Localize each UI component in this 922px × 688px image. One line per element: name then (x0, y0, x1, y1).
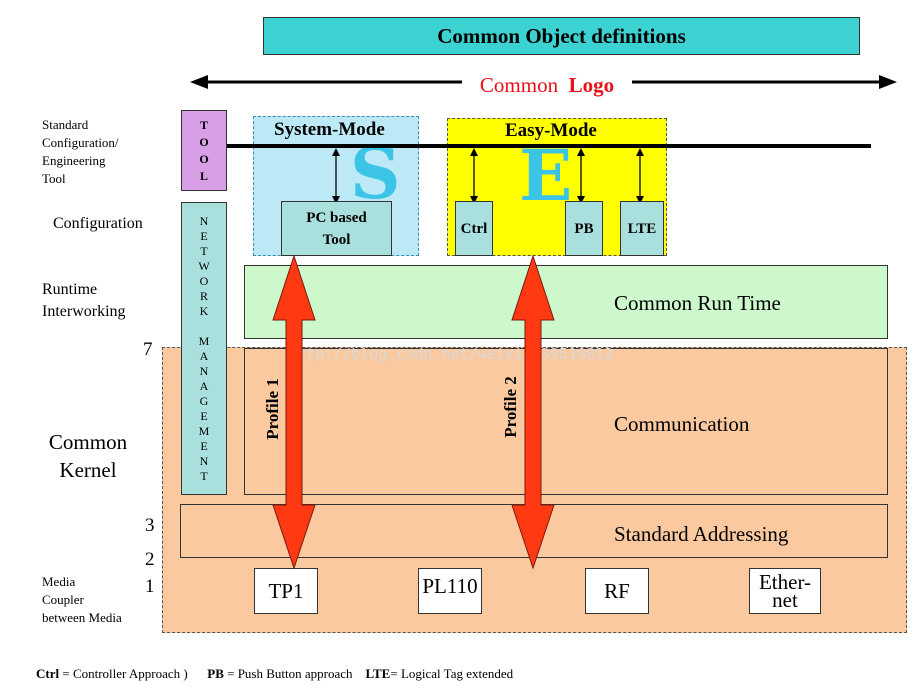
common-logo-label: Common Logo (462, 70, 632, 100)
logo-arrowhead-right (879, 75, 897, 89)
rf-box: RF (585, 568, 649, 614)
profile-2-label: Profile 2 (501, 376, 520, 438)
runtime-label: Runtime Interworking (42, 281, 126, 320)
runtime-layer-label: Common Run Time (614, 291, 781, 315)
profile-1-label: Profile 1 (263, 378, 282, 440)
common-kernel-label: Common Kernel (48, 430, 128, 482)
configuration-label: Configuration (53, 215, 143, 232)
logo-arrowhead-left (190, 75, 208, 89)
ctrl-box: Ctrl (455, 201, 493, 256)
layer-number-3: 3 (145, 515, 155, 536)
layer-number-7: 7 (143, 339, 153, 360)
tool-layer-label: Standard Configuration/ Engineering Tool (42, 117, 119, 186)
legend-footer: Ctrl = Controller Approach ) PB = Push B… (36, 666, 514, 681)
pl110-box: PL110 (418, 568, 482, 614)
title-box: Common Object definitions (263, 17, 860, 55)
system-mode-title: System-Mode (274, 119, 385, 140)
profile-1-arrow (272, 254, 316, 570)
common-runtime-layer: Common Run Time (244, 265, 888, 339)
addressing-layer-label: Standard Addressing (614, 522, 789, 546)
easy-mode-title: Easy-Mode (505, 120, 597, 141)
diagram-title: Common Object definitions (437, 23, 686, 48)
communication-layer: Communication (244, 348, 888, 495)
layer-number-1: 1 (145, 576, 155, 597)
system-mode-letter: S (350, 132, 401, 215)
media-coupler-label: Media Coupler between Media (42, 574, 122, 625)
ethernet-box: Ether-net (749, 568, 821, 614)
lte-box: LTE (620, 201, 664, 256)
pb-box: PB (565, 201, 603, 256)
tp1-box: TP1 (254, 568, 318, 614)
layer-number-2: 2 (145, 549, 155, 570)
communication-layer-label: Communication (614, 412, 750, 436)
profile-2-arrow (511, 254, 555, 570)
easy-mode-letter: E (519, 134, 573, 217)
